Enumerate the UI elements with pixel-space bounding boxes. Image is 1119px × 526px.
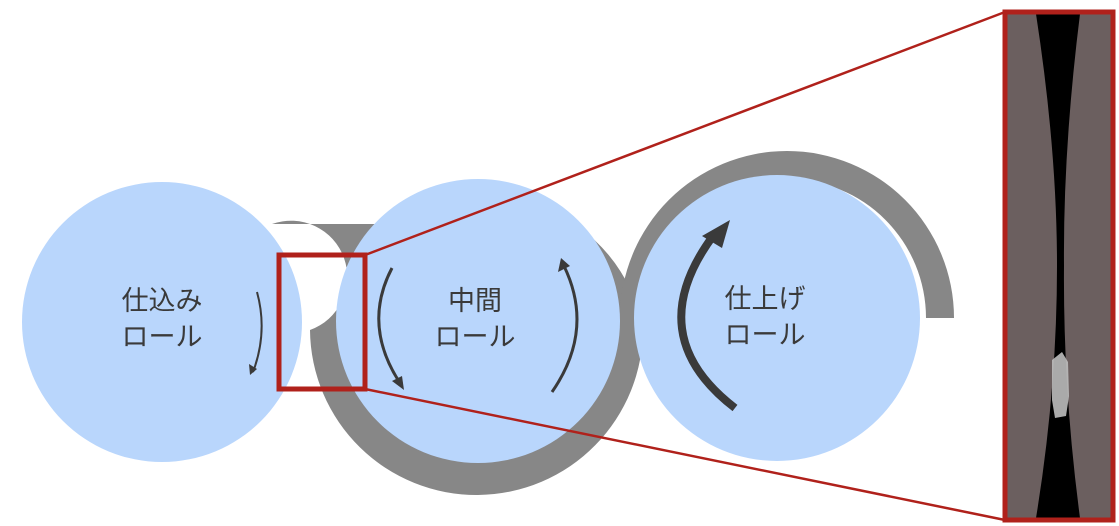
magnified-particle-cluster <box>1052 352 1069 418</box>
finish-roll-coating <box>620 151 954 318</box>
finish-roll-label-line2: ロール <box>724 320 806 351</box>
finish-roll-label-line1: 仕上げ <box>724 284 806 315</box>
middle-roll-label-line1: 中間 <box>448 286 502 317</box>
callout-line-bottom <box>364 387 1006 522</box>
feed-roll <box>22 182 302 462</box>
feed-roll-label-line1: 仕込み <box>121 286 203 317</box>
finish-roll-arrowhead-icon <box>702 220 730 248</box>
callout-line-top <box>364 10 1006 257</box>
middle-roll-label-line2: ロール <box>434 322 516 353</box>
middle-roll-right-arrowhead-icon <box>558 258 570 272</box>
nip-highlight-box <box>276 252 368 392</box>
finish-roll-rotation-arrow-icon <box>677 233 738 412</box>
middle-roll-left-arrow-icon <box>377 267 402 384</box>
magnified-nip-view <box>1002 9 1116 523</box>
feed-roll-label-line2: ロール <box>121 322 203 353</box>
feed-roll-arrowhead-icon <box>249 364 257 375</box>
middle-roll-label: 中間 ロール <box>425 284 525 356</box>
middle-roll-right-arrow-icon <box>550 265 579 393</box>
feed-roll-rotation-arrow-icon <box>252 291 263 373</box>
feed-roll-label: 仕込み ロール <box>112 284 212 356</box>
middle-roll-left-arrowhead-icon <box>392 376 404 390</box>
magnified-coating-gap <box>1036 14 1080 518</box>
finish-roll-label: 仕上げ ロール <box>715 282 815 354</box>
middle-roll <box>336 179 620 463</box>
